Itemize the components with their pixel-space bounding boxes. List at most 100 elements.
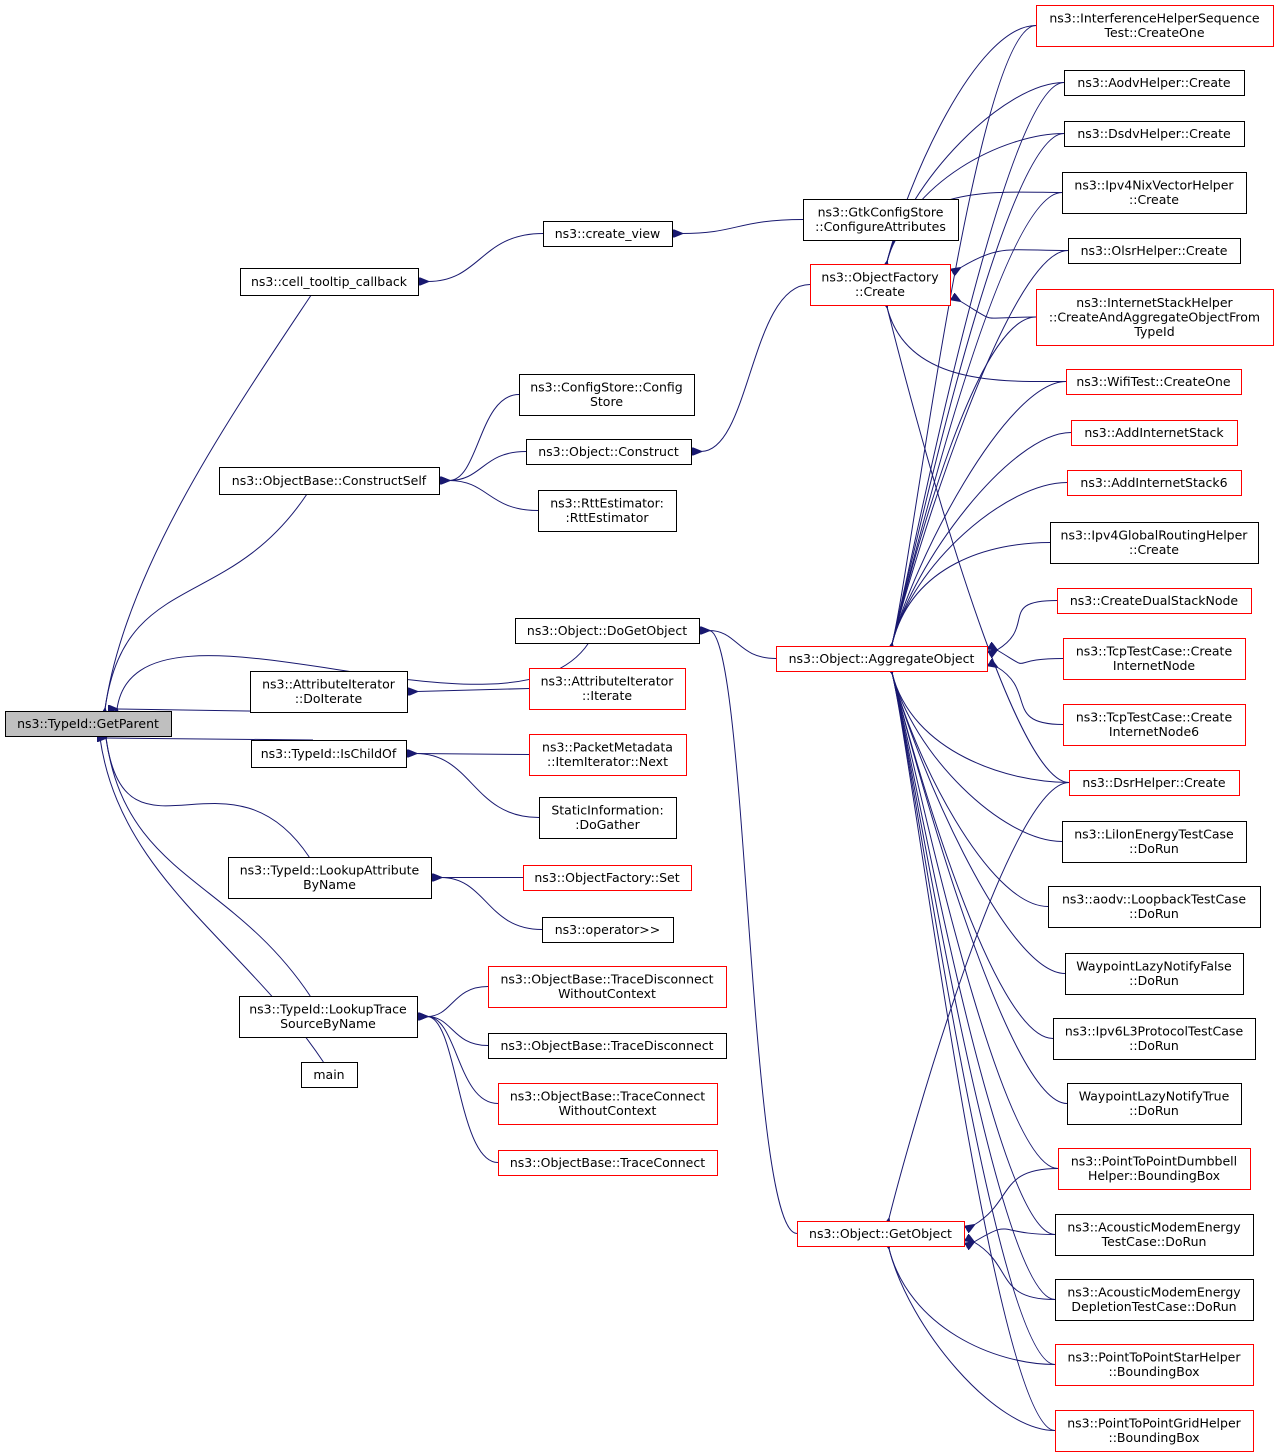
node-aodv_loop[interactable]: ns3::aodv::LoopbackTestCase::DoRun (1048, 886, 1261, 928)
node-tc_wo_ctx[interactable]: ns3::ObjectBase::TraceConnectWithoutCont… (498, 1083, 718, 1125)
node-ipv6l3[interactable]: ns3::Ipv6L3ProtocolTestCase::DoRun (1053, 1018, 1256, 1060)
node-acoustic_depl[interactable]: ns3::AcousticModemEnergyDepletionTestCas… (1055, 1279, 1254, 1321)
node-configstore[interactable]: ns3::ConfigStore::ConfigStore (519, 374, 695, 416)
edge-arrow (449, 451, 527, 481)
node-box (488, 966, 727, 1008)
edge-arrow (416, 754, 540, 818)
node-label-line: ns3::TcpTestCase::Create (1076, 710, 1233, 725)
node-label-line: ::Create (1129, 192, 1179, 207)
node-objbase_cs[interactable]: ns3::ObjectBase::ConstructSelf (219, 467, 440, 495)
edge-lookup_trace-tc_wo_ctx (427, 1017, 499, 1104)
edge-of_create-olsr (960, 249, 1069, 268)
node-label-line: WaypointLazyNotifyFalse (1076, 959, 1232, 974)
edge-obj_getobject-acoustic (974, 1228, 1056, 1242)
edge-arrow (106, 738, 314, 740)
edge-arrow (449, 481, 539, 511)
node-obj_dogetobject[interactable]: ns3::Object::DoGetObject (515, 618, 700, 644)
node-wp_true[interactable]: WaypointLazyNotifyTrue::DoRun (1067, 1083, 1242, 1125)
node-typeid_ischildof[interactable]: ns3::TypeId::IsChildOf (251, 740, 407, 768)
node-box (240, 268, 419, 296)
node-of_create[interactable]: ns3::ObjectFactory::Create (810, 264, 951, 306)
edge-root-cell_tooltip (105, 294, 312, 709)
node-label-line: ns3::ObjectBase::TraceConnect (510, 1089, 705, 1104)
node-add_inet6[interactable]: ns3::AddInternetStack6 (1067, 470, 1242, 496)
node-static_info[interactable]: StaticInformation::DoGather (539, 797, 677, 839)
edge-arrow (427, 1017, 499, 1163)
node-of_set[interactable]: ns3::ObjectFactory::Set (523, 865, 692, 891)
node-box (1053, 1018, 1256, 1060)
node-interf[interactable]: ns3::InterferenceHelperSequenceTest::Cre… (1036, 5, 1274, 47)
node-attr_doiterate[interactable]: ns3::AttributeIterator::DoIterate (250, 671, 408, 713)
node-box (1055, 1344, 1254, 1386)
node-p2p_grid[interactable]: ns3::PointToPointGridHelper::BoundingBox (1055, 1410, 1254, 1452)
edge-obj_aggregate-inet_stack (892, 316, 1037, 644)
edge-obj_getobject-acoustic_depl (974, 1242, 1056, 1300)
node-tc[interactable]: ns3::ObjectBase::TraceConnect (498, 1150, 718, 1176)
edge-arrow (892, 673, 1059, 1169)
node-box (1055, 1214, 1254, 1256)
edge-of_create-inet_stack (960, 301, 1037, 319)
node-box (810, 264, 951, 306)
node-p2p_star[interactable]: ns3::PointToPointStarHelper::BoundingBox (1055, 1344, 1254, 1386)
node-wp_false[interactable]: WaypointLazyNotifyFalse::DoRun (1065, 953, 1244, 995)
node-aodv[interactable]: ns3::AodvHelper::Create (1064, 70, 1245, 96)
node-dualstack[interactable]: ns3::CreateDualStackNode (1057, 588, 1252, 614)
node-obj_aggregate[interactable]: ns3::Object::AggregateObject (776, 646, 988, 672)
edge-of_create-dsr (887, 307, 1070, 783)
node-label-line: ns3::cell_tooltip_callback (251, 274, 408, 289)
edge-arrow (106, 738, 311, 997)
edge-obj_aggregate-tcp_inet (997, 650, 1064, 664)
edge-arrow (892, 133, 1065, 645)
node-create_view[interactable]: ns3::create_view (543, 221, 673, 247)
node-obj_getobject[interactable]: ns3::Object::GetObject (797, 1221, 965, 1247)
edge-arrow (889, 1248, 1056, 1365)
node-box (239, 996, 418, 1038)
edge-arrow (974, 1168, 1059, 1226)
edge-typeid_ischildof-static_info (416, 754, 540, 818)
node-obj_construct[interactable]: ns3::Object::Construct (526, 439, 692, 465)
edge-lookup_trace-tc (427, 1017, 499, 1163)
node-box (1036, 5, 1274, 47)
node-ipv4global[interactable]: ns3::Ipv4GlobalRoutingHelper::Create (1050, 522, 1259, 564)
node-box (542, 917, 674, 943)
node-box (251, 740, 407, 768)
node-main[interactable]: main (301, 1062, 358, 1088)
node-label-line: ::DoRun (1129, 906, 1179, 921)
node-add_inet[interactable]: ns3::AddInternetStack (1071, 420, 1238, 446)
node-liion[interactable]: ns3::LiIonEnergyTestCase::DoRun (1062, 821, 1247, 863)
node-wifitest[interactable]: ns3::WifiTest::CreateOne (1066, 369, 1242, 395)
node-box (1036, 289, 1274, 346)
node-dsdv[interactable]: ns3::DsdvHelper::Create (1064, 121, 1245, 147)
node-pkt_next[interactable]: ns3::PacketMetadata::ItemIterator::Next (529, 734, 687, 776)
edge-obj_aggregate-dsdv (892, 133, 1065, 645)
node-operator_rr[interactable]: ns3::operator>> (542, 917, 674, 943)
node-inet_stack[interactable]: ns3::InternetStackHelper::CreateAndAggre… (1036, 289, 1274, 346)
edge-lookup_attr-operator_rr (441, 878, 543, 930)
node-olsr[interactable]: ns3::OlsrHelper::Create (1068, 238, 1241, 264)
node-td[interactable]: ns3::ObjectBase::TraceDisconnect (488, 1033, 727, 1059)
node-attr_iterate[interactable]: ns3::AttributeIterator::Iterate (529, 668, 686, 710)
node-label-line: WaypointLazyNotifyTrue (1079, 1089, 1230, 1104)
edge-obj_aggregate-p2p_star (892, 673, 1056, 1365)
edge-arrow (892, 542, 1051, 645)
node-box (519, 374, 695, 416)
node-cell_tooltip[interactable]: ns3::cell_tooltip_callback (240, 268, 419, 296)
node-p2p_dumbbell[interactable]: ns3::PointToPointDumbbellHelper::Boundin… (1058, 1148, 1251, 1190)
node-td_wo_ctx[interactable]: ns3::ObjectBase::TraceDisconnectWithoutC… (488, 966, 727, 1008)
node-label-line: ns3::ObjectFactory::Set (534, 870, 679, 885)
node-rtt[interactable]: ns3::RttEstimator::RttEstimator (538, 490, 677, 532)
node-gtk_cfg[interactable]: ns3::GtkConfigStore::ConfigureAttributes (803, 199, 959, 241)
edge-obj_aggregate-liion (892, 673, 1063, 842)
node-ipv4nix[interactable]: ns3::Ipv4NixVectorHelper::Create (1062, 172, 1247, 214)
node-box (1048, 886, 1261, 928)
node-dsr[interactable]: ns3::DsrHelper::Create (1069, 770, 1240, 796)
edge-of_create-wifitest (887, 307, 1067, 383)
node-root: ns3::TypeId::GetParent (5, 711, 172, 737)
node-label-line: ns3::TypeId::GetParent (17, 716, 159, 731)
node-box (1057, 588, 1252, 614)
